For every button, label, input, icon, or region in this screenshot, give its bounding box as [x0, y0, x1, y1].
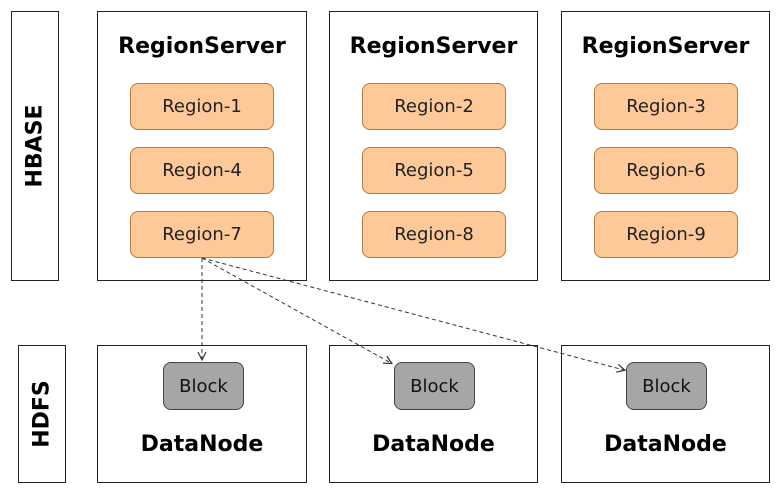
datanode-2-title: DataNode	[372, 432, 495, 457]
region-5: Region-5	[362, 147, 506, 194]
region-6: Region-6	[594, 147, 738, 194]
hbase-label-box: HBASE	[11, 11, 59, 281]
region-server-3: RegionServer Region-3 Region-6 Region-9	[561, 11, 770, 281]
hdfs-label: HDFS	[29, 380, 55, 448]
region-server-1: RegionServer Region-1 Region-4 Region-7	[97, 11, 307, 281]
region-7: Region-7	[130, 211, 274, 258]
datanode-2-block: Block	[394, 362, 475, 410]
region-server-2: RegionServer Region-2 Region-5 Region-8	[329, 11, 538, 281]
region-server-1-title: RegionServer	[118, 34, 286, 59]
datanode-3-block: Block	[626, 362, 707, 410]
region-9: Region-9	[594, 211, 738, 258]
region-4: Region-4	[130, 147, 274, 194]
datanode-1: Block DataNode	[97, 345, 307, 483]
region-server-3-title: RegionServer	[581, 34, 750, 59]
datanode-1-title: DataNode	[140, 432, 264, 457]
datanode-3: Block DataNode	[561, 345, 770, 483]
region-3: Region-3	[594, 83, 738, 130]
region-8: Region-8	[362, 211, 506, 258]
datanode-2: Block DataNode	[329, 345, 538, 483]
region-2: Region-2	[362, 83, 506, 130]
hbase-label: HBASE	[22, 104, 48, 188]
datanode-1-block: Block	[163, 362, 244, 410]
hdfs-label-box: HDFS	[18, 345, 66, 483]
datanode-3-title: DataNode	[604, 432, 727, 457]
region-server-2-title: RegionServer	[349, 34, 518, 59]
region-1: Region-1	[130, 83, 274, 130]
